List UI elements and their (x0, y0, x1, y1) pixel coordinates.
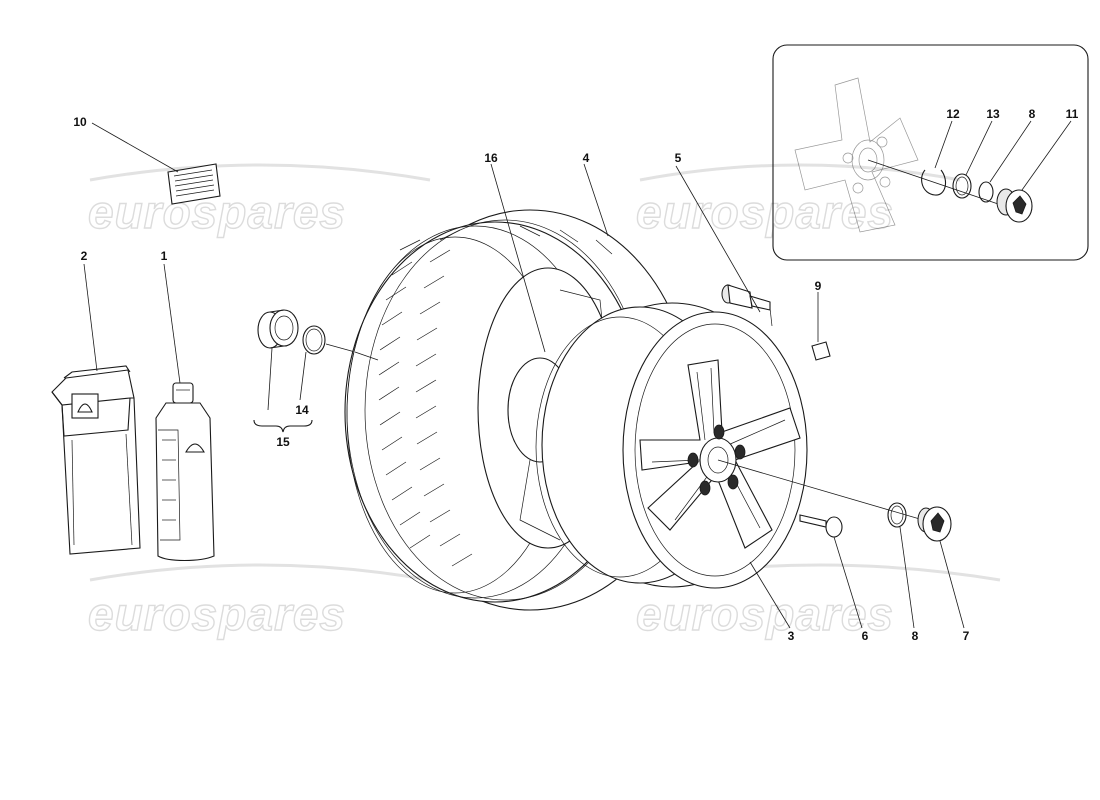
callout-11: 11 (1066, 107, 1079, 121)
watermark-swoosh (89, 163, 431, 182)
lug-hole (687, 452, 699, 468)
inset-ring (952, 173, 972, 199)
valve-plug-assembly (253, 309, 356, 433)
hub-axis (717, 459, 931, 523)
hub-o-ring (887, 502, 915, 629)
lug-hole (727, 474, 739, 490)
lug-hole (734, 444, 746, 460)
wheel-bolt (799, 514, 863, 629)
watermark-bottom-left: eurospares (88, 588, 346, 640)
callout-13: 13 (986, 107, 1000, 121)
label-card (91, 122, 221, 205)
lug-hole (699, 480, 711, 496)
callout-4: 4 (583, 151, 590, 165)
sealant-bottle (155, 263, 215, 562)
callout-5: 5 (675, 151, 682, 165)
watermark-bottom-right: eurospares (636, 588, 894, 640)
callout-10: 10 (73, 115, 87, 129)
callouts: 1 2 3 4 5 6 7 8 8 9 10 11 12 13 14 15 16 (73, 107, 1078, 643)
o-ring (302, 325, 326, 355)
inset-frame (772, 44, 1089, 261)
callout-9: 9 (815, 279, 822, 293)
repair-kit-bag (51, 263, 141, 555)
inset-snap-ring (921, 169, 947, 196)
prancing-horse-icon (1012, 195, 1027, 215)
callout-6: 6 (862, 629, 869, 643)
inset-o-ring (978, 181, 994, 203)
inset-center-cap (996, 188, 1033, 223)
watermark-swoosh (89, 563, 431, 582)
lug-hole (713, 424, 725, 440)
callout-12: 12 (946, 107, 960, 121)
watermark-top-right: eurospares (636, 186, 894, 238)
bracket-15 (253, 419, 313, 433)
prancing-horse-icon (930, 512, 945, 533)
inset-axis (867, 159, 1011, 209)
callout-2: 2 (81, 249, 88, 263)
inset-detail (772, 44, 1089, 261)
center-cap (917, 506, 965, 629)
shell-logo-icon (77, 403, 93, 413)
callout-15: 15 (276, 435, 290, 449)
callout-16: 16 (484, 151, 498, 165)
shell-logo-icon (185, 443, 205, 453)
callout-3: 3 (788, 629, 795, 643)
callout-8-inset: 8 (1029, 107, 1036, 121)
wheel-rim (535, 302, 808, 629)
leader-4 (583, 163, 609, 237)
callout-8-bottom: 8 (912, 629, 919, 643)
callout-7: 7 (963, 629, 970, 643)
tyre-valve (675, 165, 773, 327)
callout-1: 1 (161, 249, 168, 263)
balance-weight (811, 292, 831, 361)
inset-wheel-star (794, 77, 919, 233)
leader-16 (490, 163, 546, 353)
callout-14: 14 (295, 403, 309, 417)
watermark-swoosh (639, 163, 961, 182)
